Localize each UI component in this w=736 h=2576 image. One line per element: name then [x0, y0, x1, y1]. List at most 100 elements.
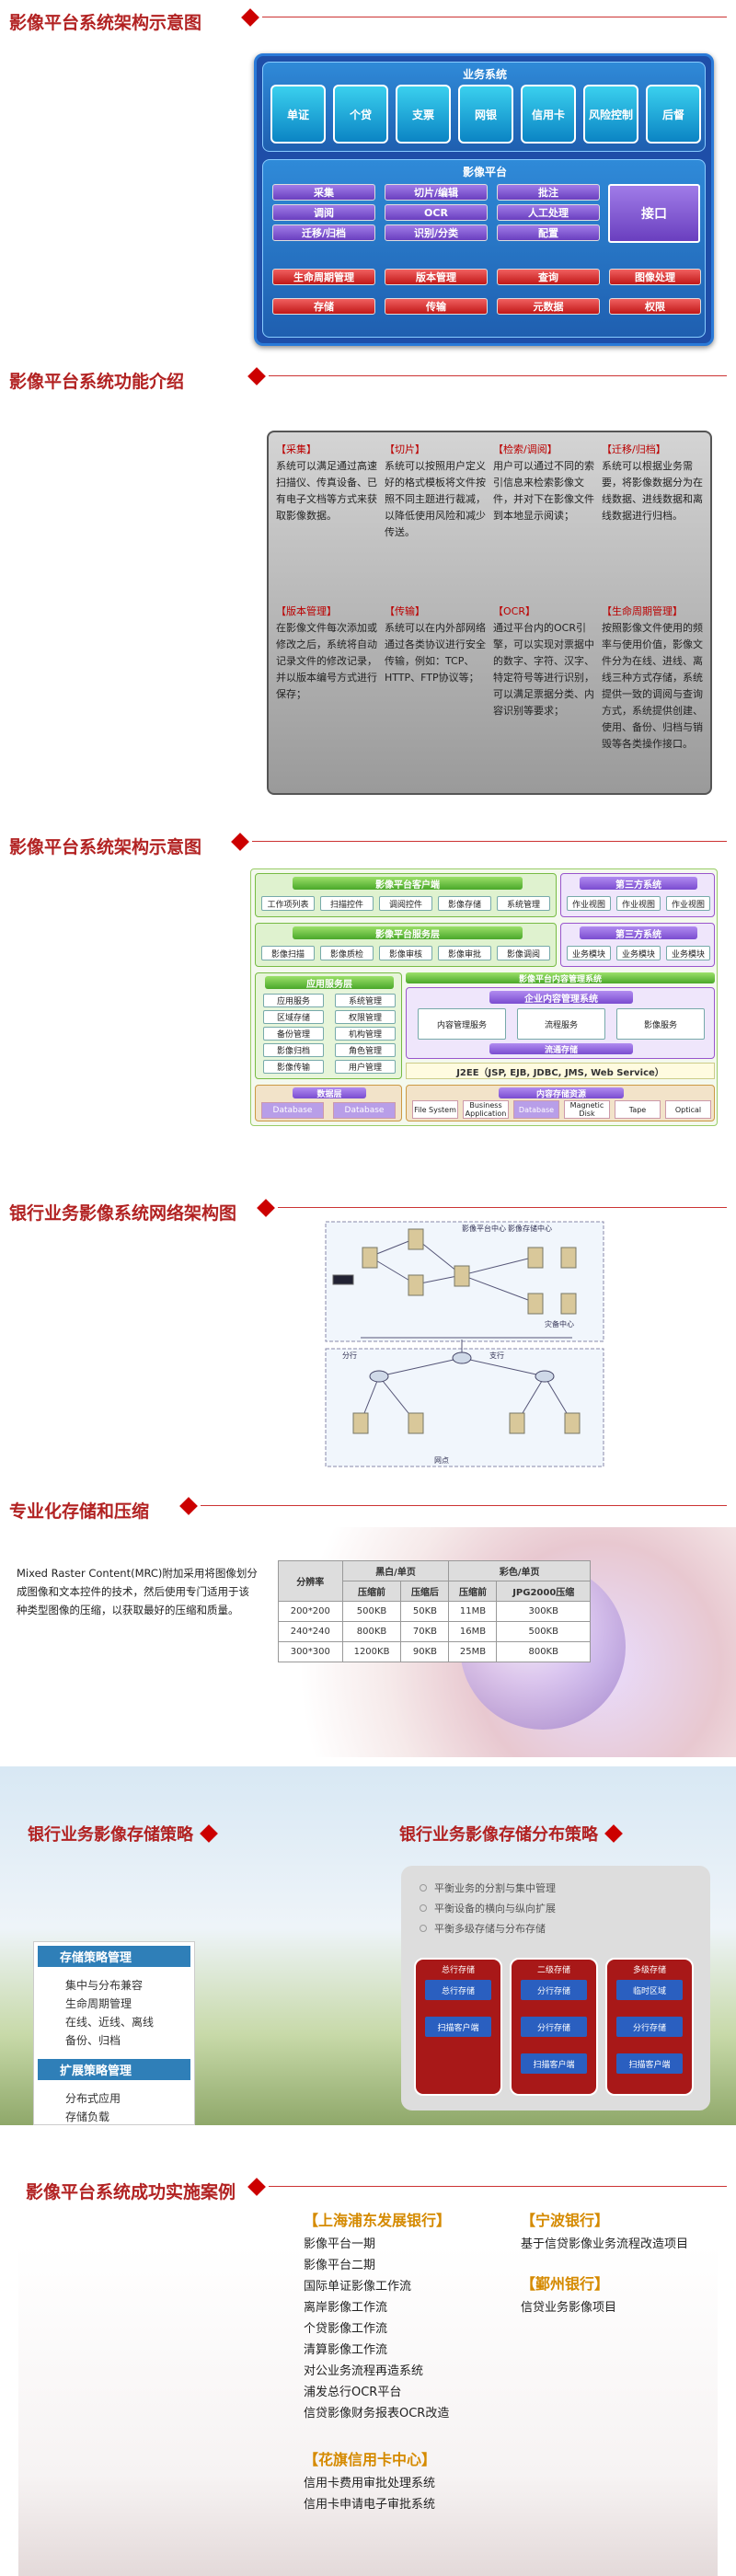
table-cell: 800KB: [496, 1641, 591, 1662]
arch2-item: 影像扫描: [261, 946, 315, 960]
function-title: 【切片】: [385, 443, 425, 455]
mgmt-item: 权限管理: [335, 1010, 396, 1024]
case-item: 离岸影像工作流: [304, 2301, 388, 2315]
arch2-item: 作业视图: [666, 896, 710, 911]
table-cell: 800KB: [341, 1621, 402, 1642]
workflow-bar: 流通存储: [489, 1043, 633, 1055]
table-subheader: 压缩前: [341, 1581, 402, 1602]
case-item: 影像平台一期: [304, 2237, 376, 2251]
platform-function-tile: 切片/编辑: [385, 184, 488, 201]
function-block: 【OCR】通过平台内的OCR引擎，可以实现对票据中的数字、字符、汉字、特定符号等…: [493, 604, 596, 719]
arch2-item: 调阅控件: [379, 896, 432, 911]
table-subheader: JPG2000压缩: [496, 1581, 591, 1602]
database-item: Database: [333, 1102, 396, 1119]
mgmt-item: 系统管理: [335, 994, 396, 1007]
function-text: 系统可以满足通过高速扫描仪、传真设备、已有电子文档等方式来获取影像数据。: [276, 460, 377, 522]
network-label: 灾备中心: [545, 1320, 574, 1328]
function-block: 【检索/调阅】用户可以通过不同的索引信息来检索影像文件，并对下在影像文件到本地显…: [493, 442, 596, 524]
table-cell: 500KB: [341, 1601, 402, 1622]
divider: [269, 375, 727, 376]
platform-function-tile: 迁移/归档: [272, 224, 375, 241]
storage-title: 内容存储资源: [499, 1087, 624, 1099]
function-title: 【传输】: [385, 605, 425, 617]
biz-system-tile: 风险控制: [583, 85, 638, 144]
section-title: 专业化存储和压缩: [9, 1501, 150, 1522]
section-title: 影像平台系统架构示意图: [9, 837, 202, 857]
card-item: 扫描客户端: [616, 2053, 683, 2074]
network-label: 分行: [342, 1351, 357, 1360]
service-tile: 存储: [272, 298, 375, 315]
function-title: 【OCR】: [493, 605, 535, 617]
bullet-icon: [420, 1904, 427, 1912]
case-ningbo: 【宁波银行】 基于信贷影像业务流程改造项目 【鄞州银行】 信贷业务影像项目: [521, 2208, 723, 2318]
card-title: 总行存储: [441, 1966, 475, 1975]
mgmt-item: 备份管理: [263, 1027, 324, 1041]
table-header: 分辨率: [278, 1560, 343, 1602]
table-cell: 300*300: [278, 1641, 343, 1662]
section-title: 银行业务影像存储分布策略: [399, 1825, 598, 1845]
case-item: 对公业务流程再造系统: [304, 2364, 424, 2378]
card-item: 临时区域: [616, 1980, 683, 2000]
mgmt-item: 区域存储: [263, 1010, 324, 1024]
service-tile: 元数据: [497, 298, 600, 315]
table-subheader: 压缩前: [448, 1581, 498, 1602]
function-text: 通过平台内的OCR引擎，可以实现对票据中的数字、字符、汉字、特定符号等进行识别，…: [493, 622, 594, 717]
platform-function-tile: OCR: [385, 204, 488, 221]
mgmt-item: 影像传输: [263, 1060, 324, 1074]
function-block: 【迁移/归档】系统可以根据业务需要，将影像数据分为在线数据、进线数据和离线数据进…: [602, 442, 705, 524]
case-spdb: 【上海浦东发展银行】 影像平台一期影像平台二期国际单证影像工作流离岸影像工作流个…: [304, 2208, 524, 2424]
compress-table: 分辨率 黑白/单页 彩色/单页 压缩前 压缩后 压缩前 JPG2000压缩 20…: [278, 1560, 591, 1662]
platform-function-tile: 调阅: [272, 204, 375, 221]
biz-system-tile: 后督: [646, 85, 701, 144]
section-header-arch2: 影像平台系统架构示意图: [0, 826, 736, 863]
network-label: 影像存储中心: [508, 1225, 552, 1233]
function-title: 【采集】: [276, 443, 316, 455]
case-title: 【鄞州银行】: [521, 2275, 610, 2293]
distribution-panel: 平衡业务的分割与集中管理平衡设备的横向与纵向扩展平衡多级存储与分布存储 总行存储…: [401, 1866, 710, 2110]
bullet-icon: [420, 1925, 427, 1932]
policy-item: 备份、归档: [65, 2034, 121, 2047]
arch2-item: 作业视图: [567, 896, 611, 911]
section-title: 影像平台系统成功实施案例: [26, 2182, 236, 2202]
function-block: 【采集】系统可以满足通过高速扫描仪、传真设备、已有电子文档等方式来获取影像数据。: [276, 442, 379, 524]
case-item: 信贷影像财务报表OCR改造: [304, 2407, 450, 2421]
policy-item: 存储负载: [65, 2110, 110, 2123]
platform-function-tile: 人工处理: [497, 204, 600, 221]
content-title: 企业内容管理系统: [489, 991, 633, 1005]
case-item: 清算影像工作流: [304, 2343, 388, 2357]
distribution-text: 平衡设备的横向与纵向扩展: [434, 1903, 556, 1915]
case-item: 信用卡费用审批处理系统: [304, 2477, 436, 2490]
function-panel: [267, 431, 712, 795]
table-cell: 300KB: [496, 1601, 591, 1622]
mgmt-item: 用户管理: [335, 1060, 396, 1074]
network-label: 影像平台中心: [462, 1225, 506, 1233]
diamond-icon: [247, 2178, 266, 2196]
content-item: 影像服务: [616, 1008, 705, 1040]
function-title: 【生命周期管理】: [602, 605, 683, 617]
distribution-text: 平衡业务的分割与集中管理: [434, 1882, 556, 1894]
function-text: 用户可以通过不同的索引信息来检索影像文件，并对下在影像文件到本地显示阅读；: [493, 460, 594, 522]
storage-policy-box: 存储策略管理 集中与分布兼容生命周期管理在线、近线、离线备份、归档 扩展策略管理…: [33, 1941, 195, 2125]
service-tile: 版本管理: [385, 269, 488, 285]
function-block: 【传输】系统可以在内外部网络通过各类协议进行安全传输，例如：TCP、HTTP、F…: [385, 604, 488, 686]
section-title: 银行业务影像系统网络架构图: [9, 1203, 237, 1224]
arch2-item: 影像质检: [320, 946, 374, 960]
box-title: 存储策略管理: [38, 1946, 190, 1967]
card-item: 分行存储: [616, 2017, 683, 2037]
card-title: 多级存储: [632, 1966, 666, 1975]
box-title: 扩展策略管理: [38, 2059, 190, 2080]
divider: [252, 841, 727, 842]
section-title: 银行业务影像存储策略: [28, 1825, 193, 1845]
distribution-item: 平衡设备的横向与纵向扩展: [420, 1899, 556, 1919]
table-cell: 50KB: [400, 1601, 450, 1622]
mgmt-item: 角色管理: [335, 1043, 396, 1057]
arch2-item: 影像审核: [379, 946, 432, 960]
divider: [201, 1505, 727, 1506]
platform-function-tile: 配置: [497, 224, 600, 241]
case-item: 影像平台二期: [304, 2259, 376, 2272]
